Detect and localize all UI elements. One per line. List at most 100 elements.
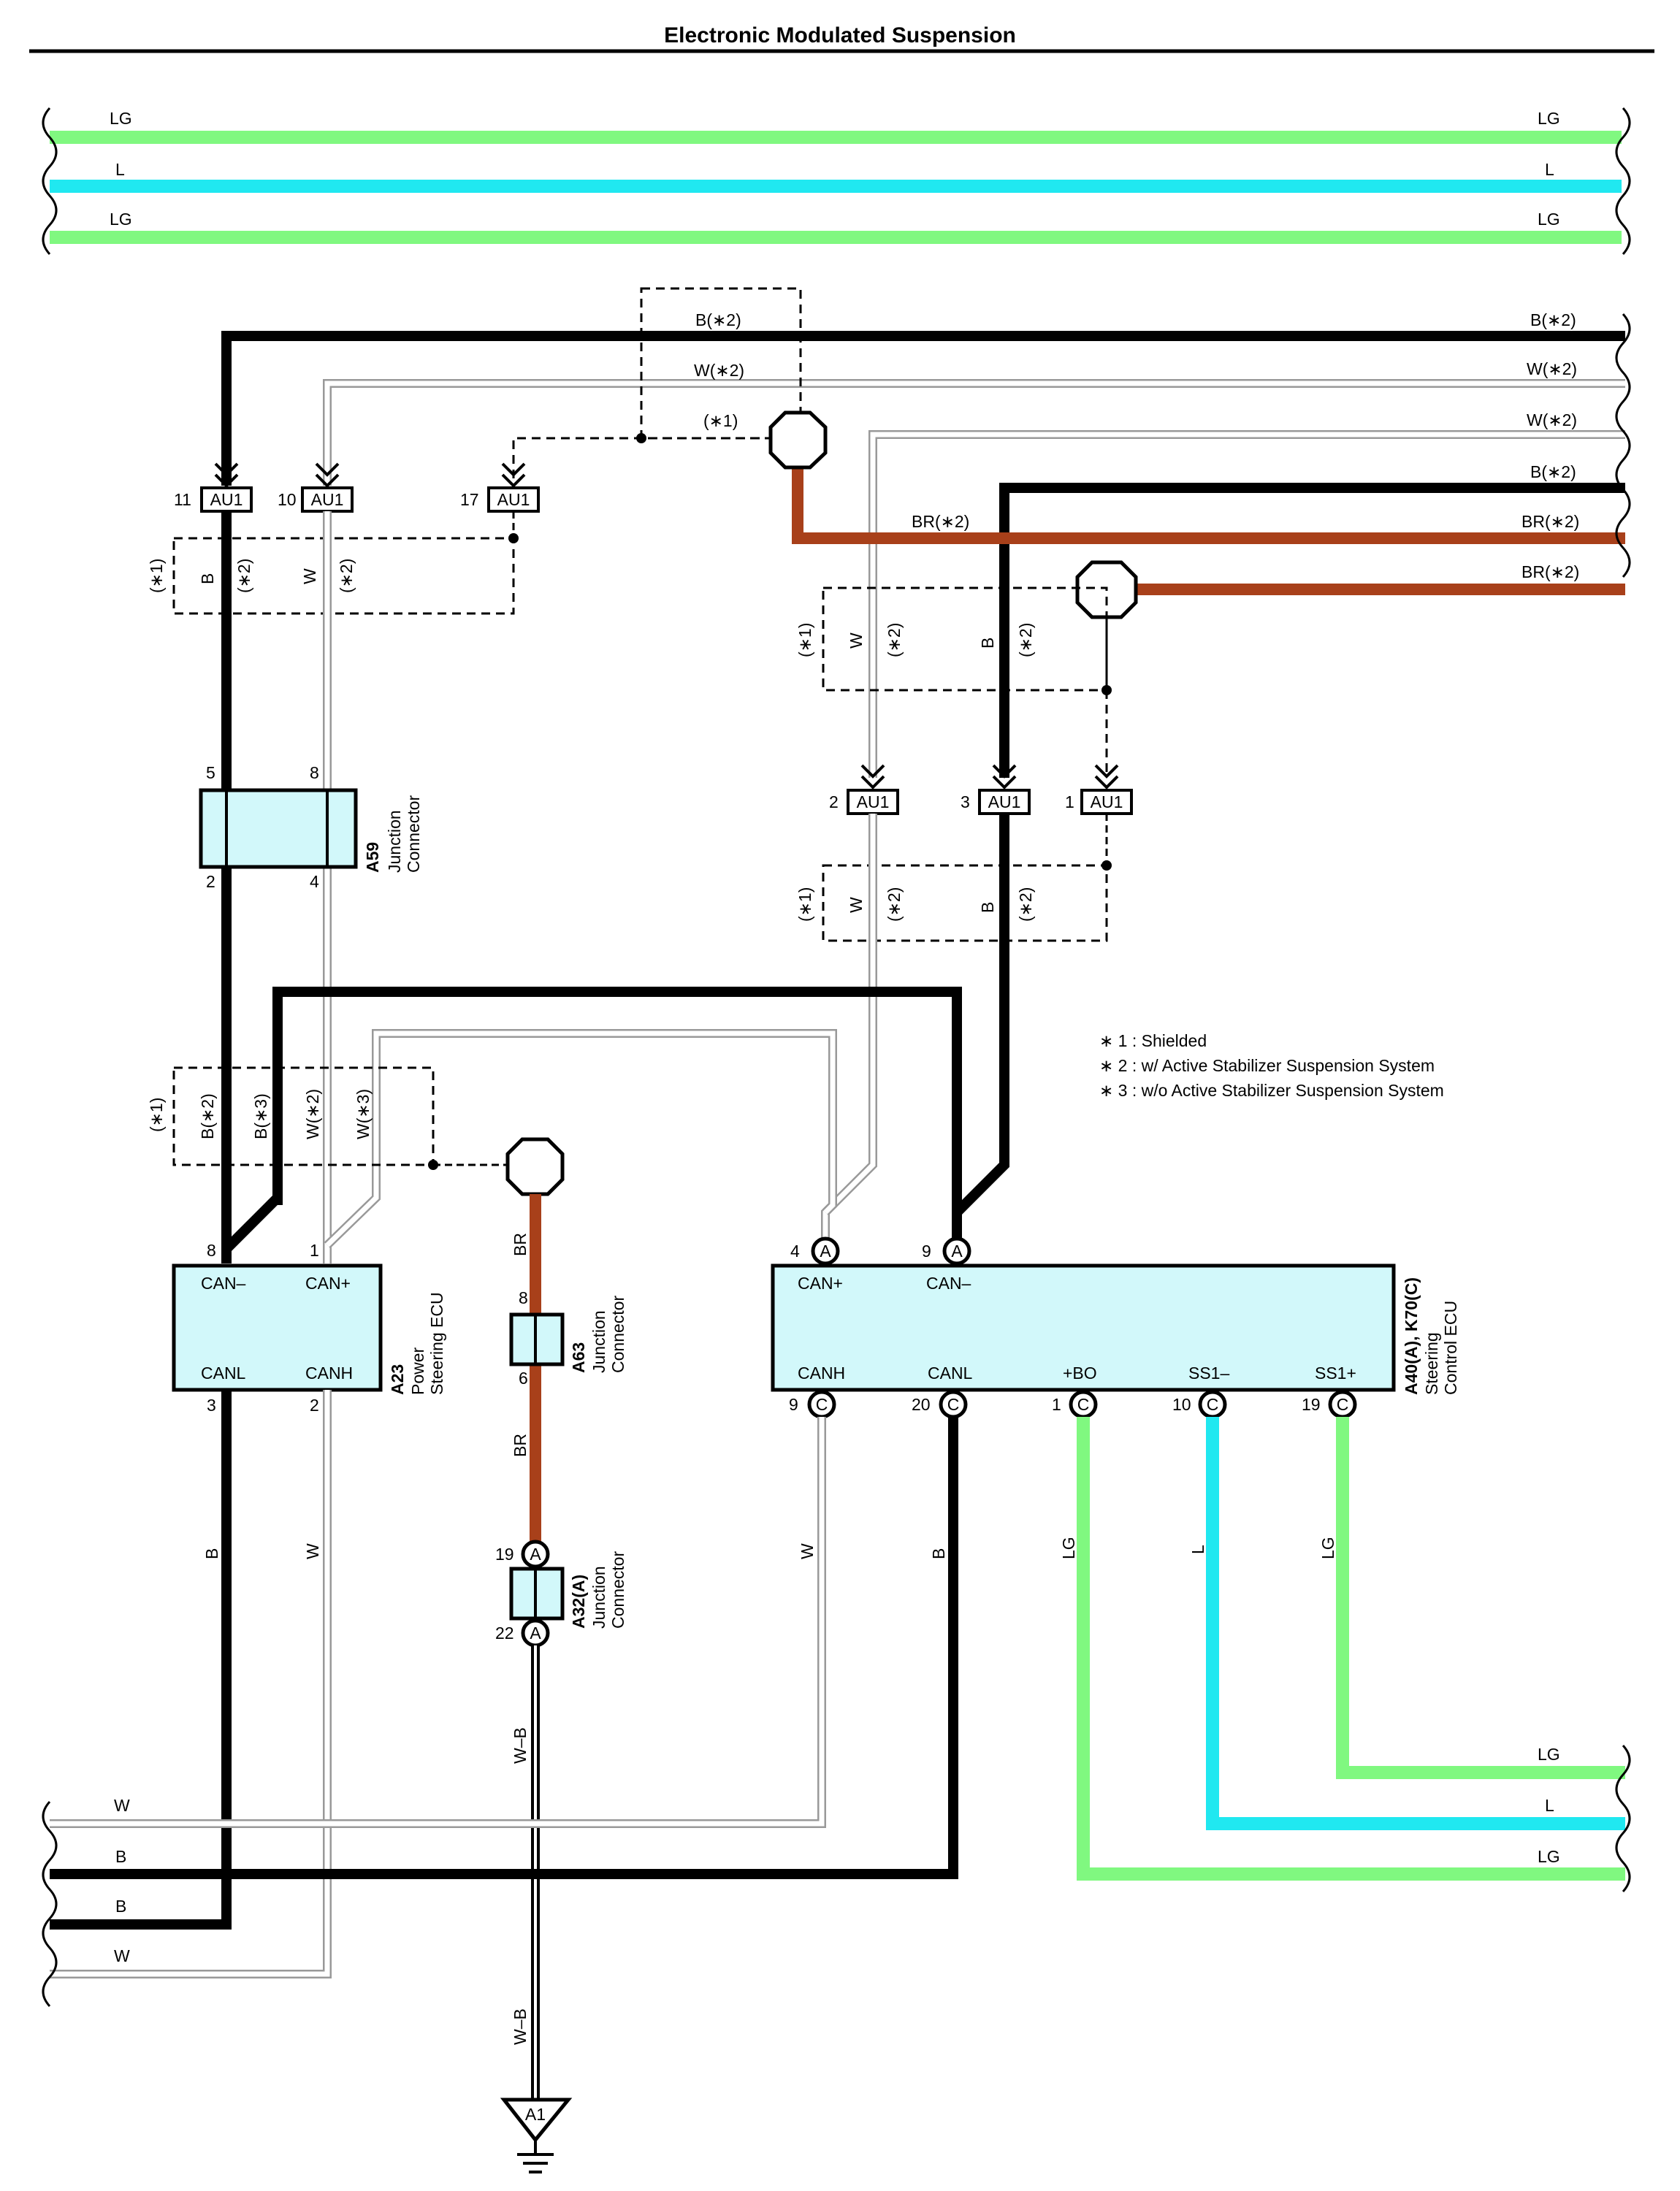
wire-label: B xyxy=(929,1548,948,1559)
connector-au1-1: AU1 1 xyxy=(1065,764,1133,815)
pin-number: 5 xyxy=(206,763,215,782)
shield-label: B xyxy=(978,902,997,913)
shield-label: W(∗3) xyxy=(354,1089,373,1139)
pin-number: 10 xyxy=(278,490,297,509)
wire-label: B xyxy=(202,1548,221,1559)
pin-number: 9 xyxy=(789,1395,798,1414)
top-wires: LG L LG LG L LG xyxy=(42,107,1631,256)
component-name: Steering xyxy=(1422,1332,1441,1395)
pin-number: 1 xyxy=(1065,792,1074,811)
wire-label: W–B xyxy=(511,2008,530,2045)
shield-label: B xyxy=(198,573,217,584)
wire-w-au1-2 xyxy=(870,432,1625,778)
component-name: Connector xyxy=(608,1296,627,1373)
ground-label: A1 xyxy=(525,2105,546,2124)
wire-b-au1-3 xyxy=(999,483,1625,778)
pin-number: 19 xyxy=(1302,1395,1321,1414)
terminal-label: SS1+ xyxy=(1315,1364,1356,1383)
wire-label: B xyxy=(115,1897,126,1916)
wire-can-plus-join xyxy=(325,1176,379,1247)
terminal-label: CANL xyxy=(928,1364,973,1383)
shield-left-1: (∗1) B (∗2) W (∗2) xyxy=(147,511,519,615)
steering-control-ecu: A A 4 9 CAN+ CAN– CANH CANL +BO SS1– SS1… xyxy=(771,1236,1460,1419)
wire-label: W xyxy=(114,1796,130,1815)
break-mark-right-bottom xyxy=(1615,1744,1631,1893)
wire-label: BR xyxy=(511,1233,530,1256)
shield-left-2: (∗1) B(∗2) B(∗3) W(∗2) W(∗3) xyxy=(147,1066,515,1170)
wire-label: LG xyxy=(1318,1537,1337,1559)
component-code: A32(A) xyxy=(569,1575,588,1629)
terminal-label: CAN– xyxy=(926,1274,971,1293)
wire-label: BR xyxy=(511,1434,530,1457)
connector-label: AU1 xyxy=(1091,792,1123,811)
wire-label: L xyxy=(115,160,125,179)
ground-point-octagon xyxy=(768,410,828,470)
pin-number: 20 xyxy=(912,1395,931,1414)
break-mark-right xyxy=(1615,107,1631,256)
wire-br-upper xyxy=(792,467,1625,544)
mid-label: (∗1) xyxy=(703,411,738,430)
wire-label: LG xyxy=(110,210,132,229)
connector-letter: C xyxy=(1077,1395,1090,1414)
break-mark-left-bottom xyxy=(42,1800,58,2008)
mid-label: BR(∗2) xyxy=(912,512,969,531)
shield-label: W xyxy=(300,568,319,584)
shield-box xyxy=(640,287,802,440)
wire-label: L xyxy=(1545,160,1554,179)
wire-label: W xyxy=(114,1946,130,1965)
component-code: A63 xyxy=(569,1342,588,1373)
shield-label: (∗2) xyxy=(337,559,356,593)
terminal-label: SS1– xyxy=(1188,1364,1229,1383)
component-name: Power xyxy=(408,1347,427,1395)
connector-letter: C xyxy=(816,1395,828,1414)
connector-label: AU1 xyxy=(497,490,530,509)
terminal-label: CANL xyxy=(201,1364,246,1383)
right-wires: B(∗2) W(∗2) W(∗2) B(∗2) BR(∗2) BR(∗2) B(… xyxy=(221,310,1631,778)
wire-label: LG xyxy=(1059,1537,1078,1559)
shield-label: (∗2) xyxy=(1016,887,1035,922)
component-name: Junction xyxy=(385,810,404,873)
mid-label: B(∗2) xyxy=(695,310,741,329)
component-name: Steering ECU xyxy=(427,1292,446,1395)
wire-label: LG xyxy=(1538,210,1560,229)
pin-number: 2 xyxy=(206,872,215,891)
wire-label: L xyxy=(1545,1796,1554,1815)
terminal-label: CAN– xyxy=(201,1274,246,1293)
a23-power-steering-ecu: 8 1 CAN– CAN+ CANL CANH 3 2 A23 Power St… xyxy=(172,1241,446,1415)
shield-drain xyxy=(512,437,774,488)
component-name: Control ECU xyxy=(1441,1301,1460,1395)
note-1: ∗ 1 : Shielded xyxy=(1099,1031,1207,1050)
pin-number: 3 xyxy=(207,1396,216,1415)
shield-label: W xyxy=(847,897,866,913)
connector-label: AU1 xyxy=(988,792,1021,811)
wire-label: LG xyxy=(1538,109,1560,128)
wire-label: BR(∗2) xyxy=(1521,512,1579,531)
pin-number: 1 xyxy=(310,1241,319,1260)
wire-label: W(∗2) xyxy=(1527,410,1577,429)
wires-to-steering-ecu xyxy=(272,814,1009,1249)
pin-number: 8 xyxy=(207,1241,216,1260)
wire-label: W–B xyxy=(511,1727,530,1764)
terminal-label: CANH xyxy=(305,1364,353,1383)
pin-number: 8 xyxy=(519,1288,528,1307)
shield-label: W(∗2) xyxy=(303,1089,322,1139)
pin-number: 17 xyxy=(460,490,479,509)
shield-label: B(∗2) xyxy=(198,1093,217,1139)
connector-au1-10: AU1 10 xyxy=(278,462,354,513)
connector-au1-2: AU1 2 xyxy=(829,764,899,815)
component-name: Junction xyxy=(589,1310,608,1373)
au1-connectors-top: AU1 11 AU1 10 AU1 17 xyxy=(174,462,540,513)
pin-number: 6 xyxy=(519,1369,528,1388)
wire-label: B(∗2) xyxy=(1530,462,1576,481)
terminal-label: CAN+ xyxy=(305,1274,351,1293)
connector-letter: C xyxy=(947,1395,960,1414)
shield-label: (∗2) xyxy=(885,887,904,922)
connector-label: AU1 xyxy=(311,490,344,509)
pin-number: 22 xyxy=(495,1624,514,1643)
wire-b-au1-11 xyxy=(221,331,1625,486)
connector-letter: A xyxy=(951,1242,963,1261)
break-mark-right-mid xyxy=(1615,313,1631,578)
shield-label: B(∗3) xyxy=(251,1093,270,1139)
